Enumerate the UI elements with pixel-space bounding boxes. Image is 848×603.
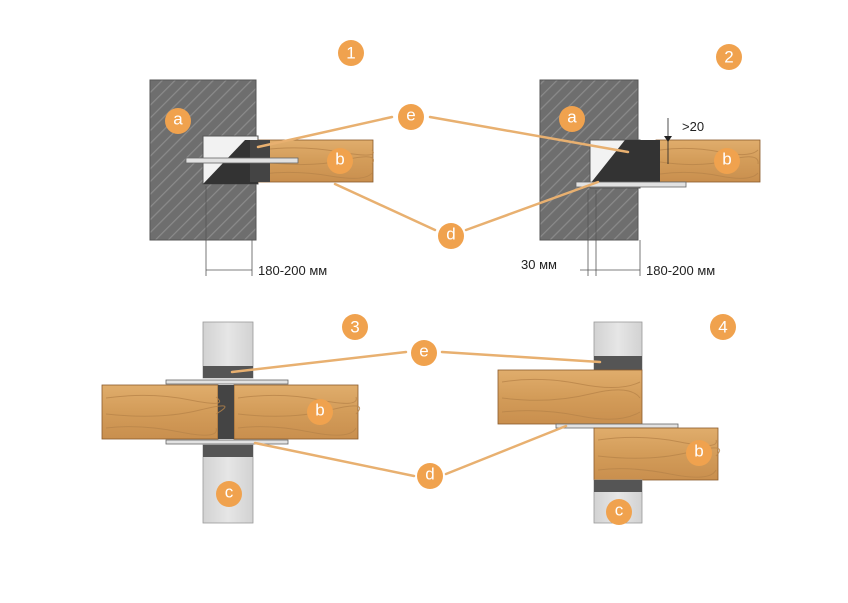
badge-b-panel3-label: b <box>315 401 324 420</box>
badge-b-panel3 <box>307 399 333 425</box>
panel-2-beam <box>655 139 761 183</box>
badge-b-panel4-label: b <box>694 442 703 461</box>
panel-3-beam-left <box>101 384 219 440</box>
badge-c-panel4-label: c <box>615 501 624 520</box>
leader-e-panel3 <box>230 350 408 374</box>
badge-a-panel2-label: a <box>567 108 577 127</box>
badge-e-bottom <box>411 340 437 366</box>
panel-2-gap-label: 30 мм <box>521 257 557 272</box>
badge-panel-1 <box>338 40 364 66</box>
panel-4-beam-left <box>497 369 643 425</box>
badge-panel-2-label: 2 <box>724 48 733 67</box>
panel-2-dim-label: 180-200 мм <box>646 263 715 278</box>
panel-2-plate <box>575 181 687 188</box>
badge-c-panel4 <box>606 499 632 525</box>
badges: 1 2 3 4 a b e d a b e b c d b c <box>165 40 742 525</box>
badge-a-panel2 <box>559 106 585 132</box>
panel-4-seal-bottom <box>594 480 642 492</box>
leader-d-panel1 <box>333 182 437 232</box>
panel-3-seal-bottom <box>203 445 253 457</box>
leader-d-panel4 <box>444 424 568 476</box>
badge-panel-3 <box>342 314 368 340</box>
badge-d-bottom <box>417 463 443 489</box>
leader-d-panel2 <box>464 180 600 232</box>
badge-c-panel3-label: c <box>225 483 234 502</box>
panel-2-min-arrow <box>664 136 672 142</box>
panel-3-joint-gap <box>218 385 234 439</box>
panel-4-seal-top <box>594 356 642 370</box>
panel-1-dim-label: 180-200 мм <box>258 263 327 278</box>
panel-1-plate <box>185 157 299 164</box>
badge-a-panel1-label: a <box>173 110 183 129</box>
leader-e-panel2 <box>428 115 630 154</box>
badge-a-panel1 <box>165 108 191 134</box>
panel-3-plate-top <box>165 379 289 385</box>
panel-3-beam-right <box>233 384 359 440</box>
badge-b-panel2 <box>714 148 740 174</box>
badge-e-bottom-label: e <box>419 342 428 361</box>
panel-3-seal-top <box>203 366 253 378</box>
badge-b-panel2-label: b <box>722 150 731 169</box>
badge-d-top-label: d <box>446 225 455 244</box>
panel-4-plate <box>555 423 679 429</box>
panel-4-beam-left-grain <box>501 378 641 420</box>
panel-3-beam-grain <box>105 394 361 436</box>
panel-2-insulation-wedge <box>590 140 660 184</box>
leader-e-panel1 <box>256 115 394 149</box>
badge-panel-4-label: 4 <box>718 318 727 337</box>
badge-b-panel4 <box>686 440 712 466</box>
badge-panel-1-label: 1 <box>346 44 355 63</box>
panel-2-min-label: >20 <box>682 119 704 134</box>
panel-3 <box>101 321 361 524</box>
panel-3-plate-bottom <box>165 439 289 445</box>
badge-d-top <box>438 223 464 249</box>
panel-4 <box>497 321 721 524</box>
leader-d-panel3 <box>253 441 416 478</box>
badge-b-panel1 <box>327 148 353 174</box>
leader-e-panel4 <box>440 350 602 364</box>
badge-e-top <box>398 104 424 130</box>
badge-d-bottom-label: d <box>425 465 434 484</box>
badge-e-top-label: e <box>406 106 415 125</box>
leader-lines <box>230 115 630 478</box>
panel-2: >20 30 мм 180-200 мм <box>521 79 761 278</box>
badge-panel-3-label: 3 <box>350 318 359 337</box>
panel-1: 180-200 мм <box>149 79 374 278</box>
badge-panel-2 <box>716 44 742 70</box>
badge-c-panel3 <box>216 481 242 507</box>
badge-panel-4 <box>710 314 736 340</box>
badge-b-panel1-label: b <box>335 150 344 169</box>
